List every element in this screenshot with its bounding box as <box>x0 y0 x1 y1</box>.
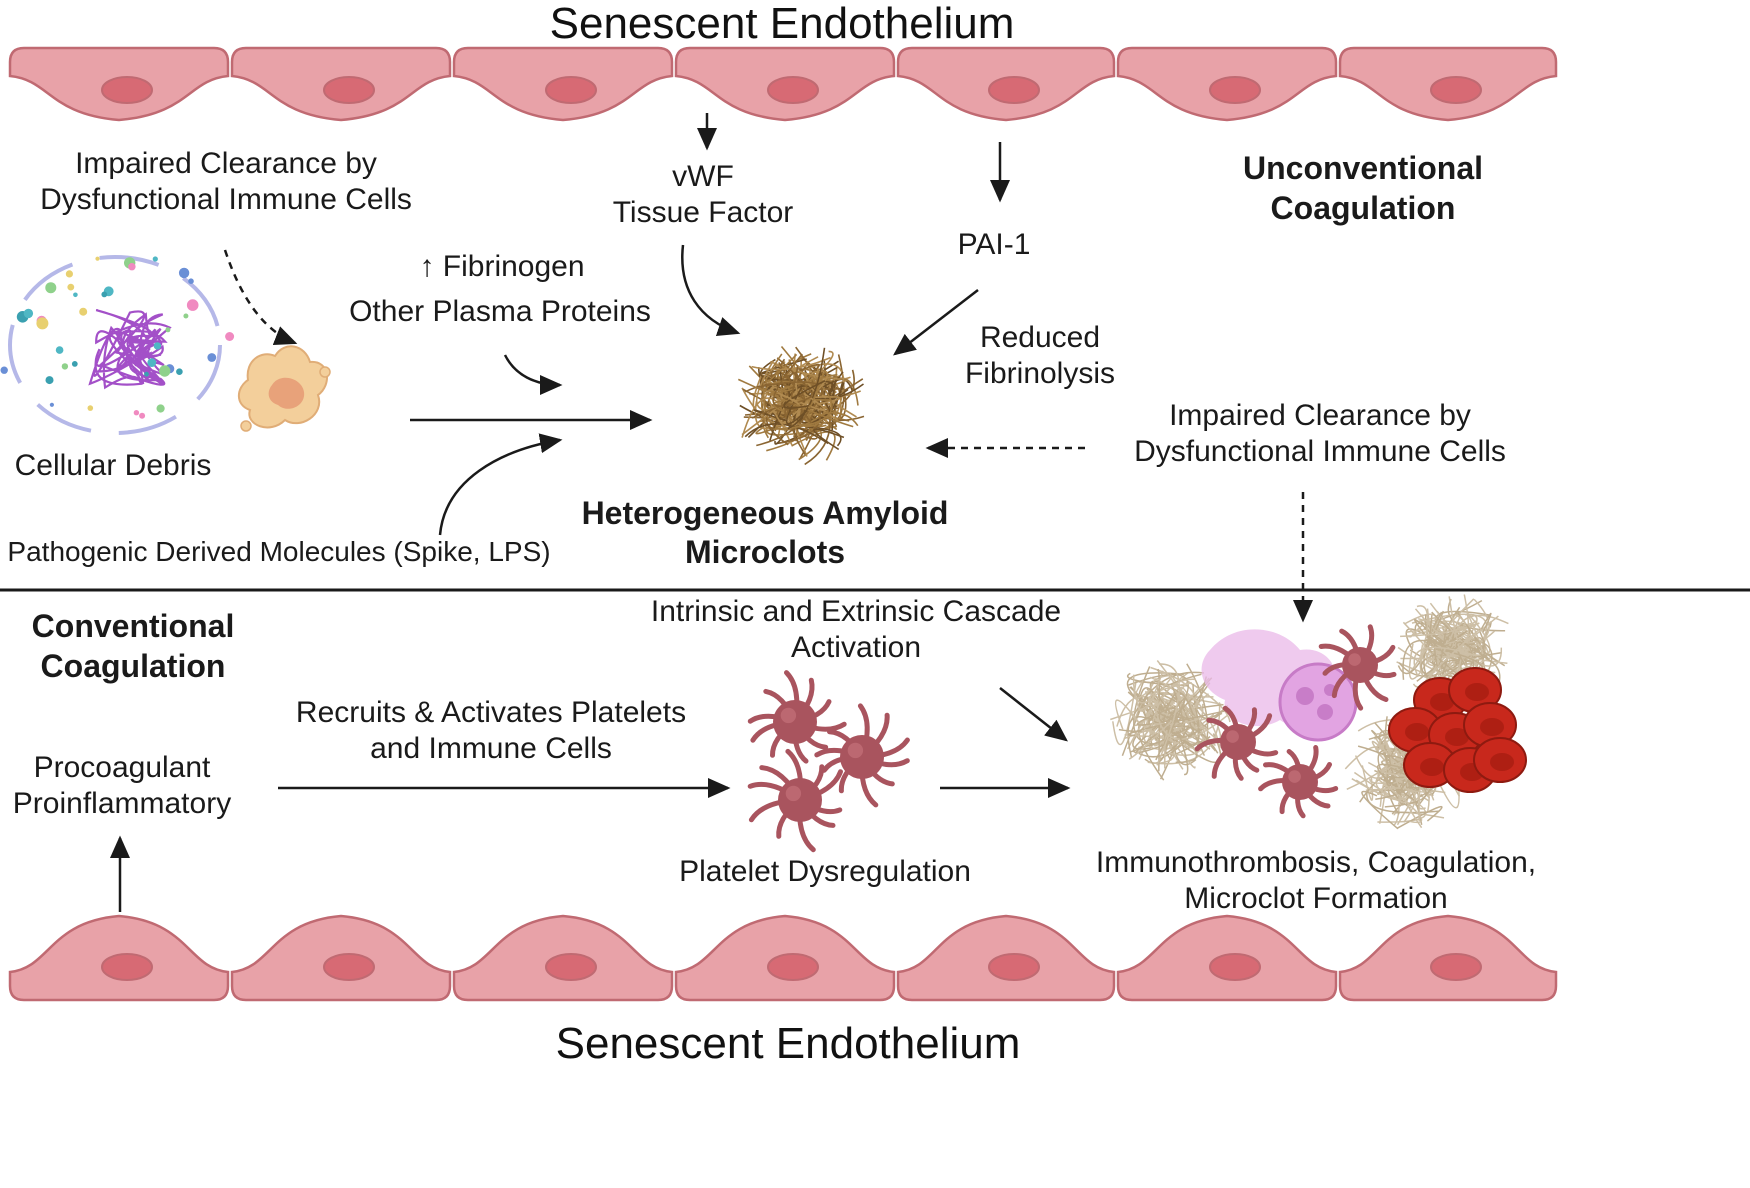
bottom-title: Senescent Endothelium <box>555 1019 1021 1068</box>
platelet <box>1258 745 1339 819</box>
impaired-clearance-left: Impaired Clearance by Dysfunctional Immu… <box>40 149 412 215</box>
reduced-fibrinolysis-label: Reduced Fibrinolysis <box>965 323 1115 389</box>
cell-nucleus <box>988 76 1040 104</box>
arrow-tissue-factor-to-clot <box>681 244 741 336</box>
pai1-label: PAI-1 <box>957 228 1031 261</box>
platelet-cluster-illustration <box>747 670 910 853</box>
platelet <box>747 748 843 853</box>
amyloid-microclots-heading: Heterogeneous Amyloid Microclots <box>582 497 949 568</box>
bottom-endothelium <box>8 914 1558 1002</box>
platelet-dysregulation-label: Platelet Dysregulation <box>679 855 971 888</box>
immunothrombosis-illustration <box>1110 594 1527 830</box>
cellular-debris-label: Cellular Debris <box>14 449 212 482</box>
conventional-coagulation-heading: Conventional Coagulation <box>32 610 235 682</box>
procoagulant-label: Procoagulant Proinflammatory <box>13 753 231 819</box>
procoagulant-line1: Procoagulant <box>33 751 211 784</box>
conventional-line2: Coagulation <box>40 648 226 684</box>
impaired-clearance-left-line1: Impaired Clearance by <box>75 147 377 180</box>
debris-blob <box>237 345 331 432</box>
platelet <box>747 670 847 764</box>
cell-nucleus <box>323 953 375 981</box>
cascade-line2: Activation <box>790 631 922 664</box>
immunothrombosis-line2: Microclot Formation <box>1184 882 1448 915</box>
arrow-pathogen-to-clot <box>438 433 563 536</box>
arrow-cascade-to-immunothrombosis <box>999 687 1068 742</box>
conventional-line1: Conventional <box>31 608 235 644</box>
cell-nucleus <box>988 953 1040 981</box>
procoagulant-line2: Proinflammatory <box>12 787 232 820</box>
cell-nucleus <box>101 76 153 104</box>
cell-nucleus <box>545 953 597 981</box>
impaired-clearance-right-line2: Dysfunctional Immune Cells <box>1134 435 1506 468</box>
cascade-activation-label: Intrinsic and Extrinsic Cascade Activati… <box>651 597 1061 663</box>
platelet <box>814 703 910 808</box>
cascade-line1: Intrinsic and Extrinsic Cascade <box>650 595 1062 628</box>
recruits-line1: Recruits & Activates Platelets <box>295 696 687 729</box>
arrow-dashed-immune-to-debris <box>223 249 298 345</box>
fibrinogen-label: ↑ Fibrinogen <box>419 250 585 283</box>
amyloid-line1: Heterogeneous Amyloid <box>581 495 949 531</box>
red-blood-cell-cluster <box>1388 667 1527 793</box>
immunothrombosis-line1: Immunothrombosis, Coagulation, <box>1095 846 1537 879</box>
recruits-line2: and Immune Cells <box>370 732 612 765</box>
cell-nucleus <box>1209 76 1261 104</box>
tissue-factor-label: Tissue Factor <box>612 196 794 229</box>
cell-nucleus <box>101 953 153 981</box>
reduced-fibrinolysis-line2: Fibrinolysis <box>964 357 1116 390</box>
amyloid-microclot-illustration <box>737 345 865 466</box>
cell-nucleus <box>545 76 597 104</box>
platelet <box>1194 705 1279 781</box>
immunothrombosis-label: Immunothrombosis, Coagulation, Microclot… <box>1096 848 1536 914</box>
arrow-fibrinogen-to-clot <box>503 354 563 395</box>
recruits-label: Recruits & Activates Platelets and Immun… <box>296 698 686 764</box>
cell-nucleus <box>767 76 819 104</box>
unconventional-coagulation-heading: Unconventional Coagulation <box>1243 152 1483 224</box>
impaired-clearance-right-line1: Impaired Clearance by <box>1169 399 1471 432</box>
cellular-debris-illustration <box>0 255 331 435</box>
vwf-label: vWF <box>672 160 734 193</box>
other-plasma-proteins-label: Other Plasma Proteins <box>349 295 651 328</box>
cell-nucleus <box>1430 953 1482 981</box>
cell-nucleus <box>1209 953 1261 981</box>
neutrophil-cell <box>1201 629 1358 742</box>
amyloid-line2: Microclots <box>684 534 846 570</box>
top-endothelium <box>8 46 1558 122</box>
top-title: Senescent Endothelium <box>549 0 1015 48</box>
pathogenic-molecules-label: Pathogenic Derived Molecules (Spike, LPS… <box>7 536 551 567</box>
cell-nucleus <box>767 953 819 981</box>
impaired-clearance-right: Impaired Clearance by Dysfunctional Immu… <box>1134 401 1506 467</box>
unconventional-line2: Coagulation <box>1270 190 1456 226</box>
cell-nucleus <box>323 76 375 104</box>
arrow-pai1-to-clot <box>893 289 979 356</box>
unconventional-line1: Unconventional <box>1242 150 1484 186</box>
cell-nucleus <box>1430 76 1482 104</box>
impaired-clearance-left-line2: Dysfunctional Immune Cells <box>40 183 412 216</box>
reduced-fibrinolysis-line1: Reduced <box>979 321 1101 354</box>
platelet <box>1318 624 1397 711</box>
